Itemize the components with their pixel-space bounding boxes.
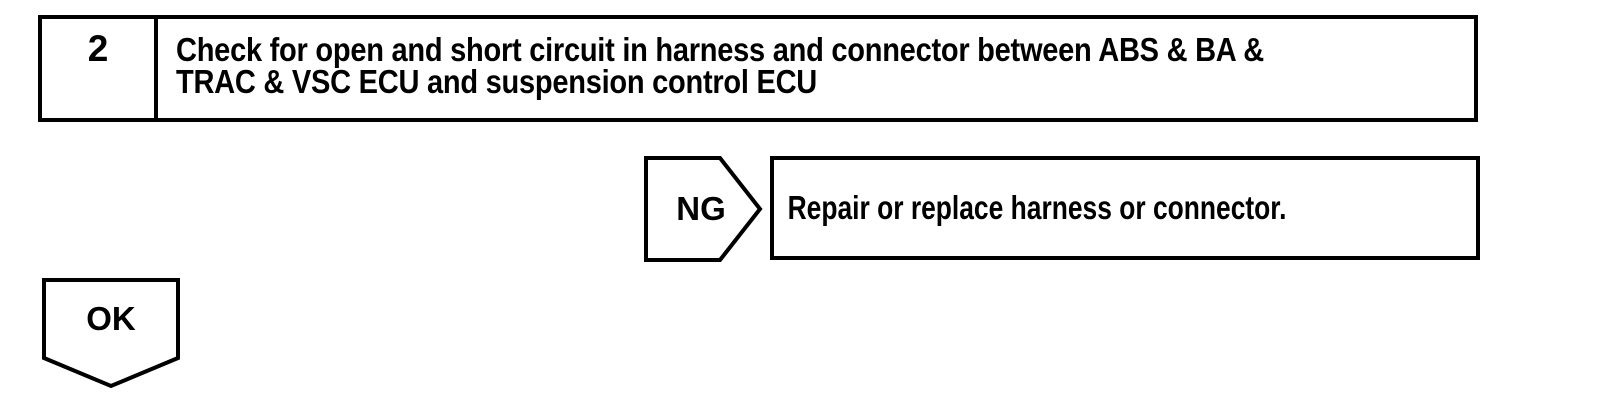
ng-label: NG (676, 190, 726, 227)
ng-pentagon-outline (644, 156, 763, 262)
step-number: 2 (42, 19, 158, 118)
ok-connector-shape: OK (42, 278, 182, 390)
step-instruction-line-1: Check for open and short circuit in harn… (176, 31, 1264, 68)
step-box: 2 Check for open and short circuit in ha… (38, 15, 1478, 122)
ng-pentagon-icon (644, 156, 763, 262)
ok-pentagon-icon (42, 278, 180, 389)
ng-action-box: Repair or replace harness or connector. (770, 156, 1480, 260)
ok-pentagon-outline (42, 278, 180, 389)
ng-connector-shape: NG (644, 156, 764, 262)
step-instruction-line-2: TRAC & VSC ECU and suspension control EC… (176, 63, 818, 100)
ng-action-text: Repair or replace harness or connector. (787, 189, 1287, 226)
ok-label: OK (86, 300, 136, 337)
step-instruction: Check for open and short circuit in harn… (158, 19, 1474, 118)
